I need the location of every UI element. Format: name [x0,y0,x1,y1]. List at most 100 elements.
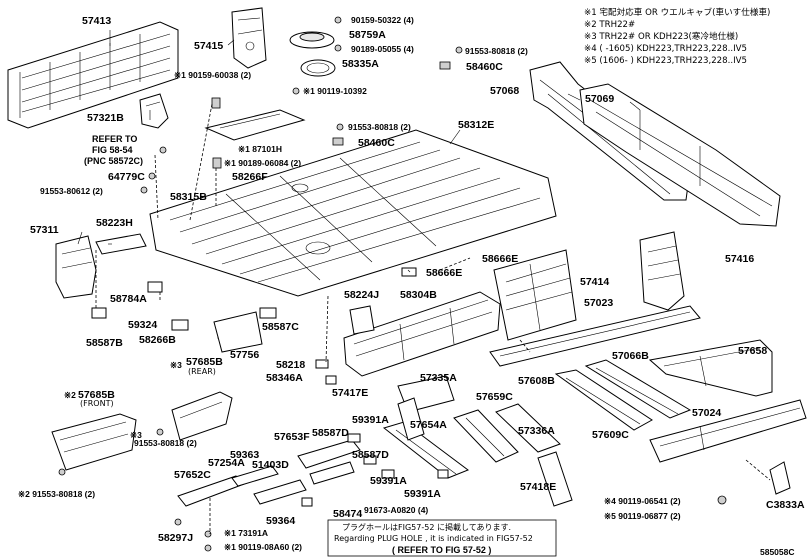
part-label-90119-08A60[interactable]: ※1 90119-08A60 (2) [224,542,302,552]
part-label-57311[interactable]: 57311 [30,224,59,236]
part-label-57609C[interactable]: 57609C [592,429,629,441]
part-57414-drawing [493,249,577,341]
part-57254A-drawing [231,465,279,487]
part-label-58335A[interactable]: 58335A [342,58,379,70]
part-label-91553-80818-d[interactable]: ※2 91553-80818 (2) [18,489,95,499]
part-label-57685B-rear[interactable]: 57685B [186,356,223,368]
part-label-59364[interactable]: 59364 [266,515,295,527]
part-label-64779C[interactable]: 64779C [108,171,145,183]
part-label-59324[interactable]: 59324 [128,319,157,331]
part-57685B-front-drawing [51,413,137,471]
part-label-58297J[interactable]: 58297J [158,532,193,544]
part-label-C3833A[interactable]: C3833A [766,499,805,511]
part-57023-drawing [489,305,701,367]
figure-code: 585058C [760,547,795,557]
part-label-57756[interactable]: 57756 [230,349,259,361]
part-label-57417E[interactable]: 57417E [332,387,368,399]
refer-line-1: REFER TO [92,134,137,144]
variant-legend: ※1 宅配対応車 OR ウエルキャブ(車いす仕様車) ※2 TRH22# ※3 … [584,6,770,66]
part-label-90159-60038[interactable]: ※1 90159-60038 (2) [174,70,251,80]
part-label-57336A[interactable]: 57336A [518,425,555,437]
part-label-59391A-a[interactable]: 59391A [352,414,389,426]
part-label-91553-80818-a[interactable]: 91553-80818 (2) [465,46,528,56]
part-label-57335A[interactable]: 57335A [420,372,457,384]
part-label-57415[interactable]: 57415 [194,40,223,52]
part-label-57685B-front[interactable]: 57685B [78,389,115,401]
part-57608B-drawing [554,369,653,431]
part-label-58587D-b[interactable]: 58587D [352,449,389,461]
part-label-58223H[interactable]: 58223H [96,217,133,229]
part-label-73191A[interactable]: ※1 73191A [224,528,268,538]
part-label-58218[interactable]: 58218 [276,359,305,371]
part-label-58224J[interactable]: 58224J [344,289,379,301]
part-label-59363[interactable]: 59363 [230,449,259,461]
part-label-58460C-a[interactable]: 58460C [466,61,503,73]
part-label-58304B[interactable]: 58304B [400,289,437,301]
leader-lines [77,30,771,534]
part-label-58346A[interactable]: 58346A [266,372,303,384]
part-57413-drawing [7,21,179,129]
part-label-91553-80612[interactable]: 91553-80612 (2) [40,186,103,196]
part-label-58474[interactable]: 58474 [333,508,362,520]
part-label-58784A[interactable]: 58784A [110,293,147,305]
part-label-91673-A0820[interactable]: 91673-A0820 (4) [364,505,428,515]
part-label-59391A-c[interactable]: 59391A [404,488,441,500]
note-line-3: ( REFER TO FIG 57-52 ) [392,545,491,555]
part-87101H-drawing [204,109,306,141]
part-label-57653F[interactable]: 57653F [274,431,310,443]
part-label-57418E[interactable]: 57418E [520,481,556,493]
part-label-57321B[interactable]: 57321B [87,112,124,124]
part-label-58460C-b[interactable]: 58460C [358,137,395,149]
view-label-front: (FRONT) [80,399,114,408]
part-label-57024[interactable]: 57024 [692,407,721,419]
legend-line-2: ※2 TRH22# [584,20,635,30]
part-label-57416[interactable]: 57416 [725,253,754,265]
part-label-90119-06541[interactable]: ※4 90119-06541 (2) [604,496,681,506]
part-label-58315B[interactable]: 58315B [170,191,207,203]
part-57659C-drawing [453,409,519,463]
part-label-57068[interactable]: 57068 [490,85,519,97]
refer-to-fig-58-54[interactable]: REFER TO FIG 58-54 (PNC 58572C) [84,134,143,166]
part-label-57608B[interactable]: 57608B [518,375,555,387]
part-label-57654A[interactable]: 57654A [410,419,447,431]
part-label-90189-06084[interactable]: ※1 90189-06084 (2) [224,158,301,168]
part-label-58587D-a[interactable]: 58587D [312,427,349,439]
part-label-91553-80818-b[interactable]: 91553-80818 (2) [348,122,411,132]
part-label-58666E-a[interactable]: 58666E [482,253,518,265]
part-label-58266F[interactable]: 58266F [232,171,268,183]
marker-3-bolt: ※3 [130,430,142,440]
part-59364-drawing [253,479,307,505]
part-label-57659C[interactable]: 57659C [476,391,513,403]
part-label-57023[interactable]: 57023 [584,297,613,309]
part-label-57658[interactable]: 57658 [738,345,767,357]
part-label-58587C[interactable]: 58587C [262,321,299,333]
part-label-57069[interactable]: 57069 [585,93,614,105]
part-label-90119-06877[interactable]: ※5 90119-06877 (2) [604,511,681,521]
part-57069-drawing [579,83,781,227]
part-label-51403D[interactable]: 51403D [252,459,289,471]
part-label-58312E[interactable]: 58312E [458,119,494,131]
part-label-87101H[interactable]: ※1 87101H [238,144,282,154]
part-57654A-drawing [382,421,470,479]
part-58312E-floor-drawing [149,129,557,297]
part-label-57652C[interactable]: 57652C [174,469,211,481]
part-label-58587B[interactable]: 58587B [86,337,123,349]
part-label-59391A-b[interactable]: 59391A [370,475,407,487]
plug-hole-note[interactable]: プラグホールはFIG57-52 に掲載してあります. Regarding PLU… [327,519,557,557]
part-58304B-drawing [343,291,501,377]
part-label-58759A[interactable]: 58759A [349,29,386,41]
part-label-58266B[interactable]: 58266B [139,334,176,346]
part-label-90189-05055[interactable]: 90189-05055 (4) [351,44,414,54]
part-label-57413[interactable]: 57413 [82,15,111,27]
part-label-90119-10392[interactable]: ※1 90119-10392 [303,86,367,96]
part-57066B-drawing [584,359,692,419]
refer-line-3: (PNC 58572C) [84,156,143,166]
part-label-90159-50322[interactable]: 90159-50322 (4) [351,15,414,25]
part-label-58666E-b[interactable]: 58666E [426,267,462,279]
part-label-57414[interactable]: 57414 [580,276,609,288]
part-label-57254A[interactable]: 57254A [208,457,245,469]
part-label-57066B[interactable]: 57066B [612,350,649,362]
note-line-1: プラグホールはFIG57-52 に掲載してあります. [342,522,511,532]
part-58335A-drawing [300,59,336,77]
part-label-91553-80818-c[interactable]: 91553-80818 (2) [134,438,197,448]
